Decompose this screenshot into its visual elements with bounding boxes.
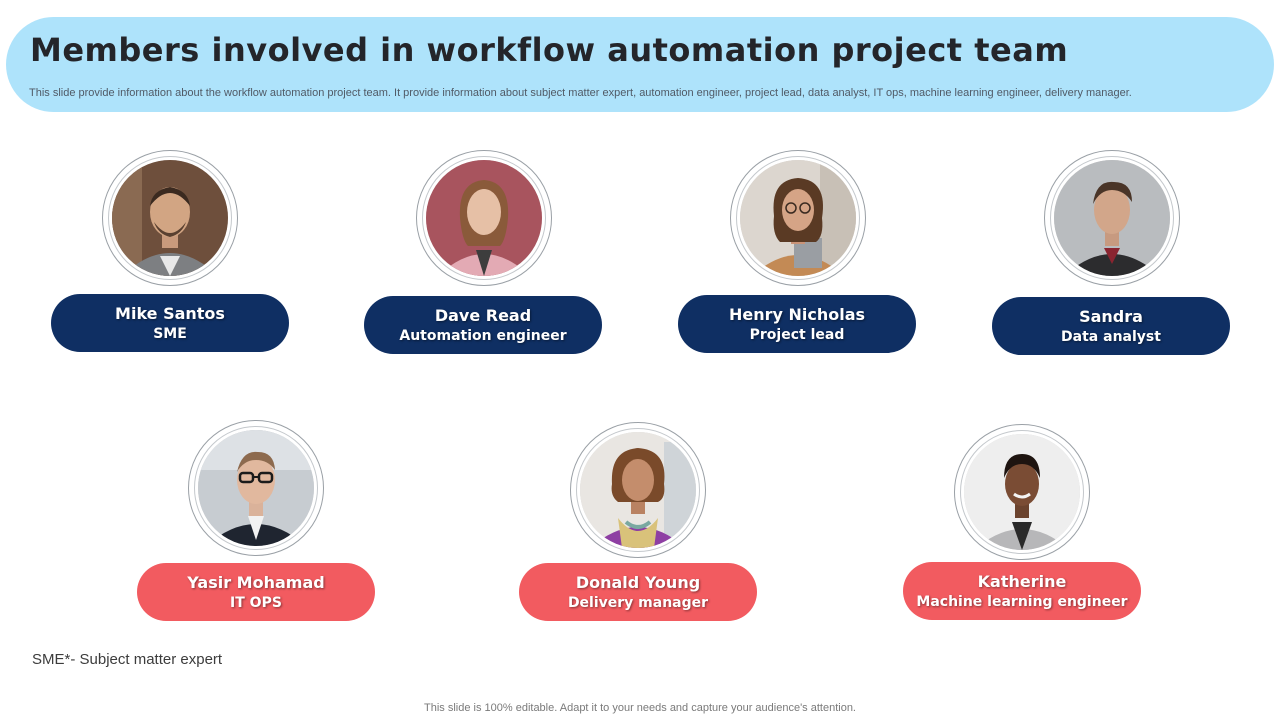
member-name: Sandra [1079,306,1143,326]
member-name: Donald Young [575,572,701,592]
member-name: Dave Read [434,305,532,325]
member-photo-katherine [954,424,1090,560]
member-photo-yasir-mohamad [188,420,324,556]
member-card-dave-read: Dave Read Automation engineer [364,296,602,354]
member-name: Henry Nicholas [728,304,866,324]
member-card-donald-young: Donald Young Delivery manager [519,563,757,621]
header-band [6,17,1274,112]
member-card-yasir-mohamad: Yasir Mohamad IT OPS [137,563,375,621]
page-subtitle: This slide provide information about the… [29,87,1132,99]
member-card-sandra: Sandra Data analyst [992,297,1230,355]
member-role: Machine learning engineer [916,593,1128,610]
member-role: SME [153,325,187,342]
member-name: Yasir Mohamad [187,572,325,592]
member-card-mike-santos: Mike Santos SME [51,294,289,352]
member-photo-sandra [1044,150,1180,286]
member-photo-henry-nicholas [730,150,866,286]
member-role: Project lead [749,326,845,343]
member-photo-dave-read [416,150,552,286]
member-role: Delivery manager [567,594,709,611]
member-name: Katherine [977,571,1067,591]
member-card-henry-nicholas: Henry Nicholas Project lead [678,295,916,353]
member-card-katherine: Katherine Machine learning engineer [903,562,1141,620]
footnote-sme: SME*- Subject matter expert [32,651,223,668]
member-photo-mike-santos [102,150,238,286]
footer-note: This slide is 100% editable. Adapt it to… [424,702,856,714]
member-name: Mike Santos [115,303,225,323]
member-role: Data analyst [1061,328,1161,345]
member-role: Automation engineer [399,327,567,344]
page-title: Members involved in workflow automation … [30,31,1069,69]
member-role: IT OPS [230,594,282,611]
member-photo-donald-young [570,422,706,558]
